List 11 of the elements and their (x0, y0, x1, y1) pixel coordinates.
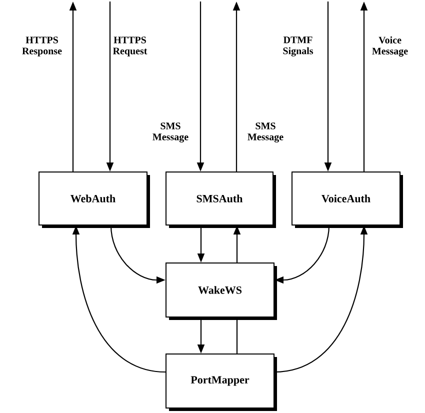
process-box: PortMapper (166, 354, 277, 411)
edge-label: Voice Message (372, 36, 408, 57)
edge-label: DTMF Signals (283, 36, 314, 56)
edge-label: HTTPS Response (22, 36, 62, 56)
process-box: WebAuth (38, 172, 150, 228)
process-box: VoiceAuth (292, 172, 403, 228)
edge-label: SMS Message (152, 122, 188, 142)
edge-label: HTTPS Request (112, 36, 148, 56)
process-box: WakeWS (166, 262, 277, 320)
process-box: SMSAuth (166, 172, 276, 228)
edge-label: SMS Message (248, 122, 284, 142)
